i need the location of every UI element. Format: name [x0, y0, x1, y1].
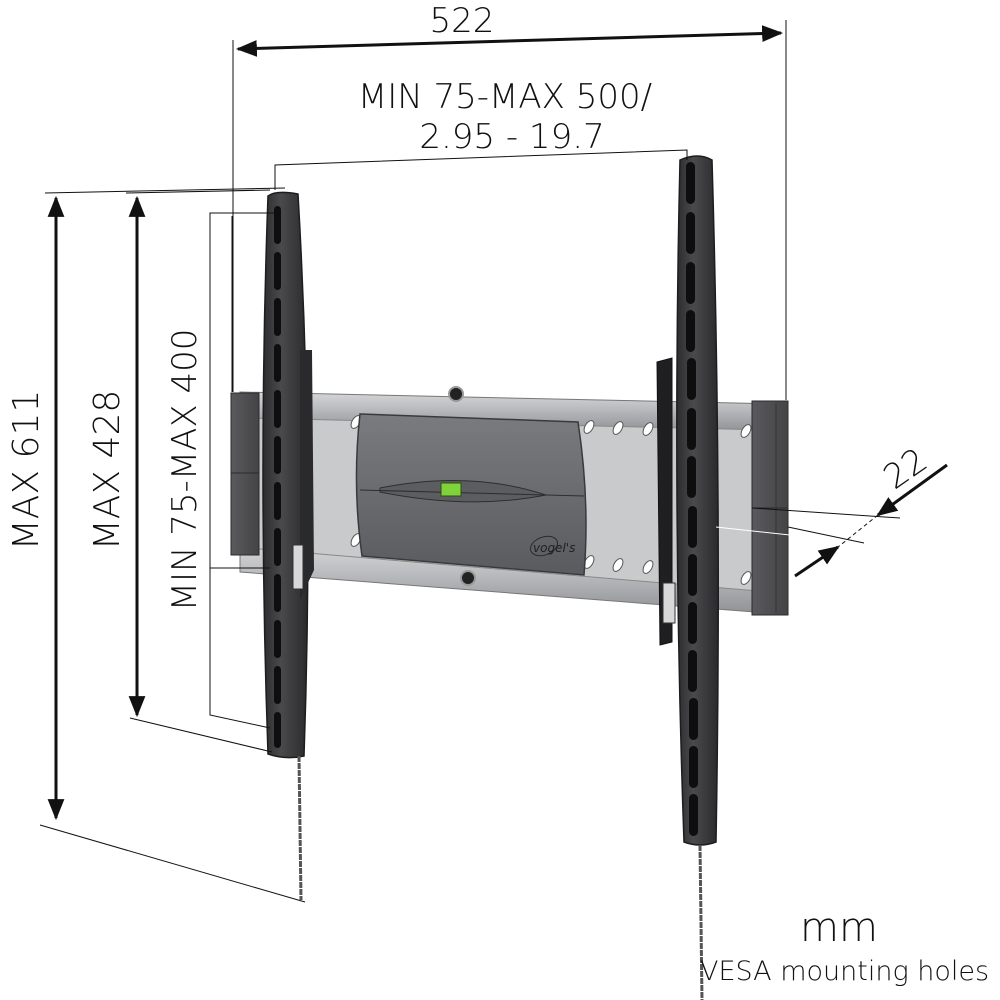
vesa-horizontal-label-line2: 2.95 - 19.7: [419, 117, 604, 157]
vogels-logo: vogel's: [529, 535, 575, 557]
left-arm-slots: [274, 206, 281, 748]
vesa-horizontal-label-line1: MIN 75-MAX 500/: [358, 77, 652, 117]
dim-arm-height: [125, 189, 273, 753]
rail-holes: [350, 415, 752, 585]
safety-cord: [297, 755, 303, 901]
screw-icon: [448, 386, 464, 402]
unit-label: mm: [800, 905, 878, 951]
dim-vesa-horizontal: [274, 149, 688, 190]
safety-cord: [698, 844, 704, 1000]
dim-overall-width: [232, 20, 787, 400]
overall-width-label: 522: [430, 1, 495, 41]
right-arm-slots: [686, 162, 698, 836]
left-arm: [262, 191, 314, 901]
vesa-caption: VESA mounting holes: [700, 956, 990, 987]
right-arm: [656, 155, 719, 1000]
dim-wall-distance: [715, 463, 948, 578]
bubble-level-icon: [440, 482, 462, 497]
arm-height-label: MAX 428: [87, 390, 128, 551]
dim-overall-height: [39, 187, 306, 903]
overall-height-label: MAX 611: [6, 390, 47, 551]
vesa-vertical-label: MIN 75-MAX 400: [165, 329, 205, 612]
screw-icon: [460, 570, 476, 586]
brand-logo-text: vogel's: [533, 541, 575, 555]
wall-distance-label: 22: [876, 440, 934, 498]
safety-lock: [662, 582, 676, 624]
dim-vesa-vertical: [209, 212, 275, 729]
left-end-block: [230, 392, 260, 556]
safety-lock: [292, 544, 304, 590]
center-cover: vogel's: [355, 413, 587, 576]
